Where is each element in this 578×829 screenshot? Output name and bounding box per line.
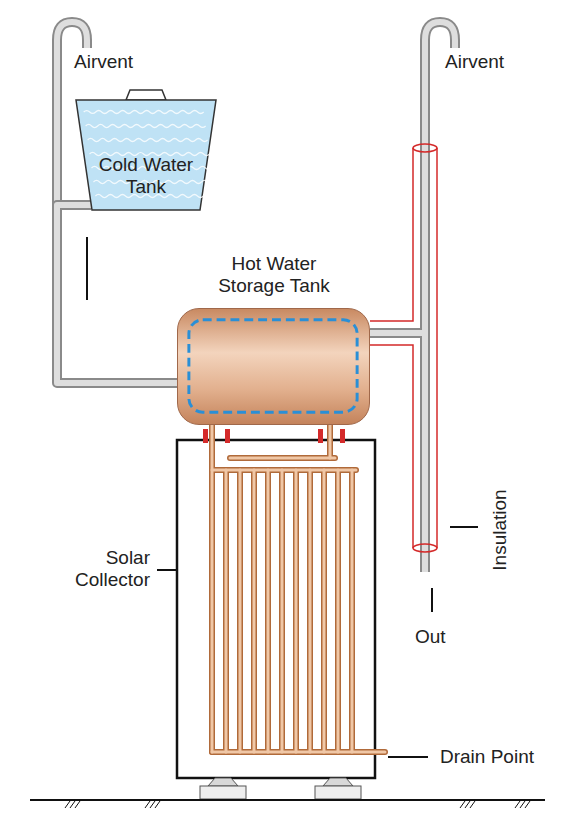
insulation-outline [370,144,437,552]
water-pipe [57,205,177,383]
airvent-label: Airvent [74,51,133,73]
outlet-label: Out [415,626,446,648]
leader-line [86,237,88,300]
pipe-outline [57,205,177,383]
collector-label: Solar Collector [40,547,150,591]
tank-inner-lining [178,309,369,424]
leader-lines [157,527,478,757]
insulation-label: Insulation [489,489,511,570]
hot-outlet-pipe [370,22,455,572]
ground-and-feet [30,778,545,808]
tank-heading: Hot Water Storage Tank [209,253,339,297]
cold-water-tank: Cold Water Tank [76,88,216,213]
pipe-fittings [203,429,345,443]
hot-water-tank: Hot Water Storage Tank [177,308,370,425]
airvent-label: Airvent [445,51,504,73]
collector-frame [177,440,375,778]
pipe-core [57,205,177,383]
collector-tubes [212,425,385,752]
tank-label: Cold Water Tank [90,154,202,198]
drain-label: Drain Point [440,746,534,768]
